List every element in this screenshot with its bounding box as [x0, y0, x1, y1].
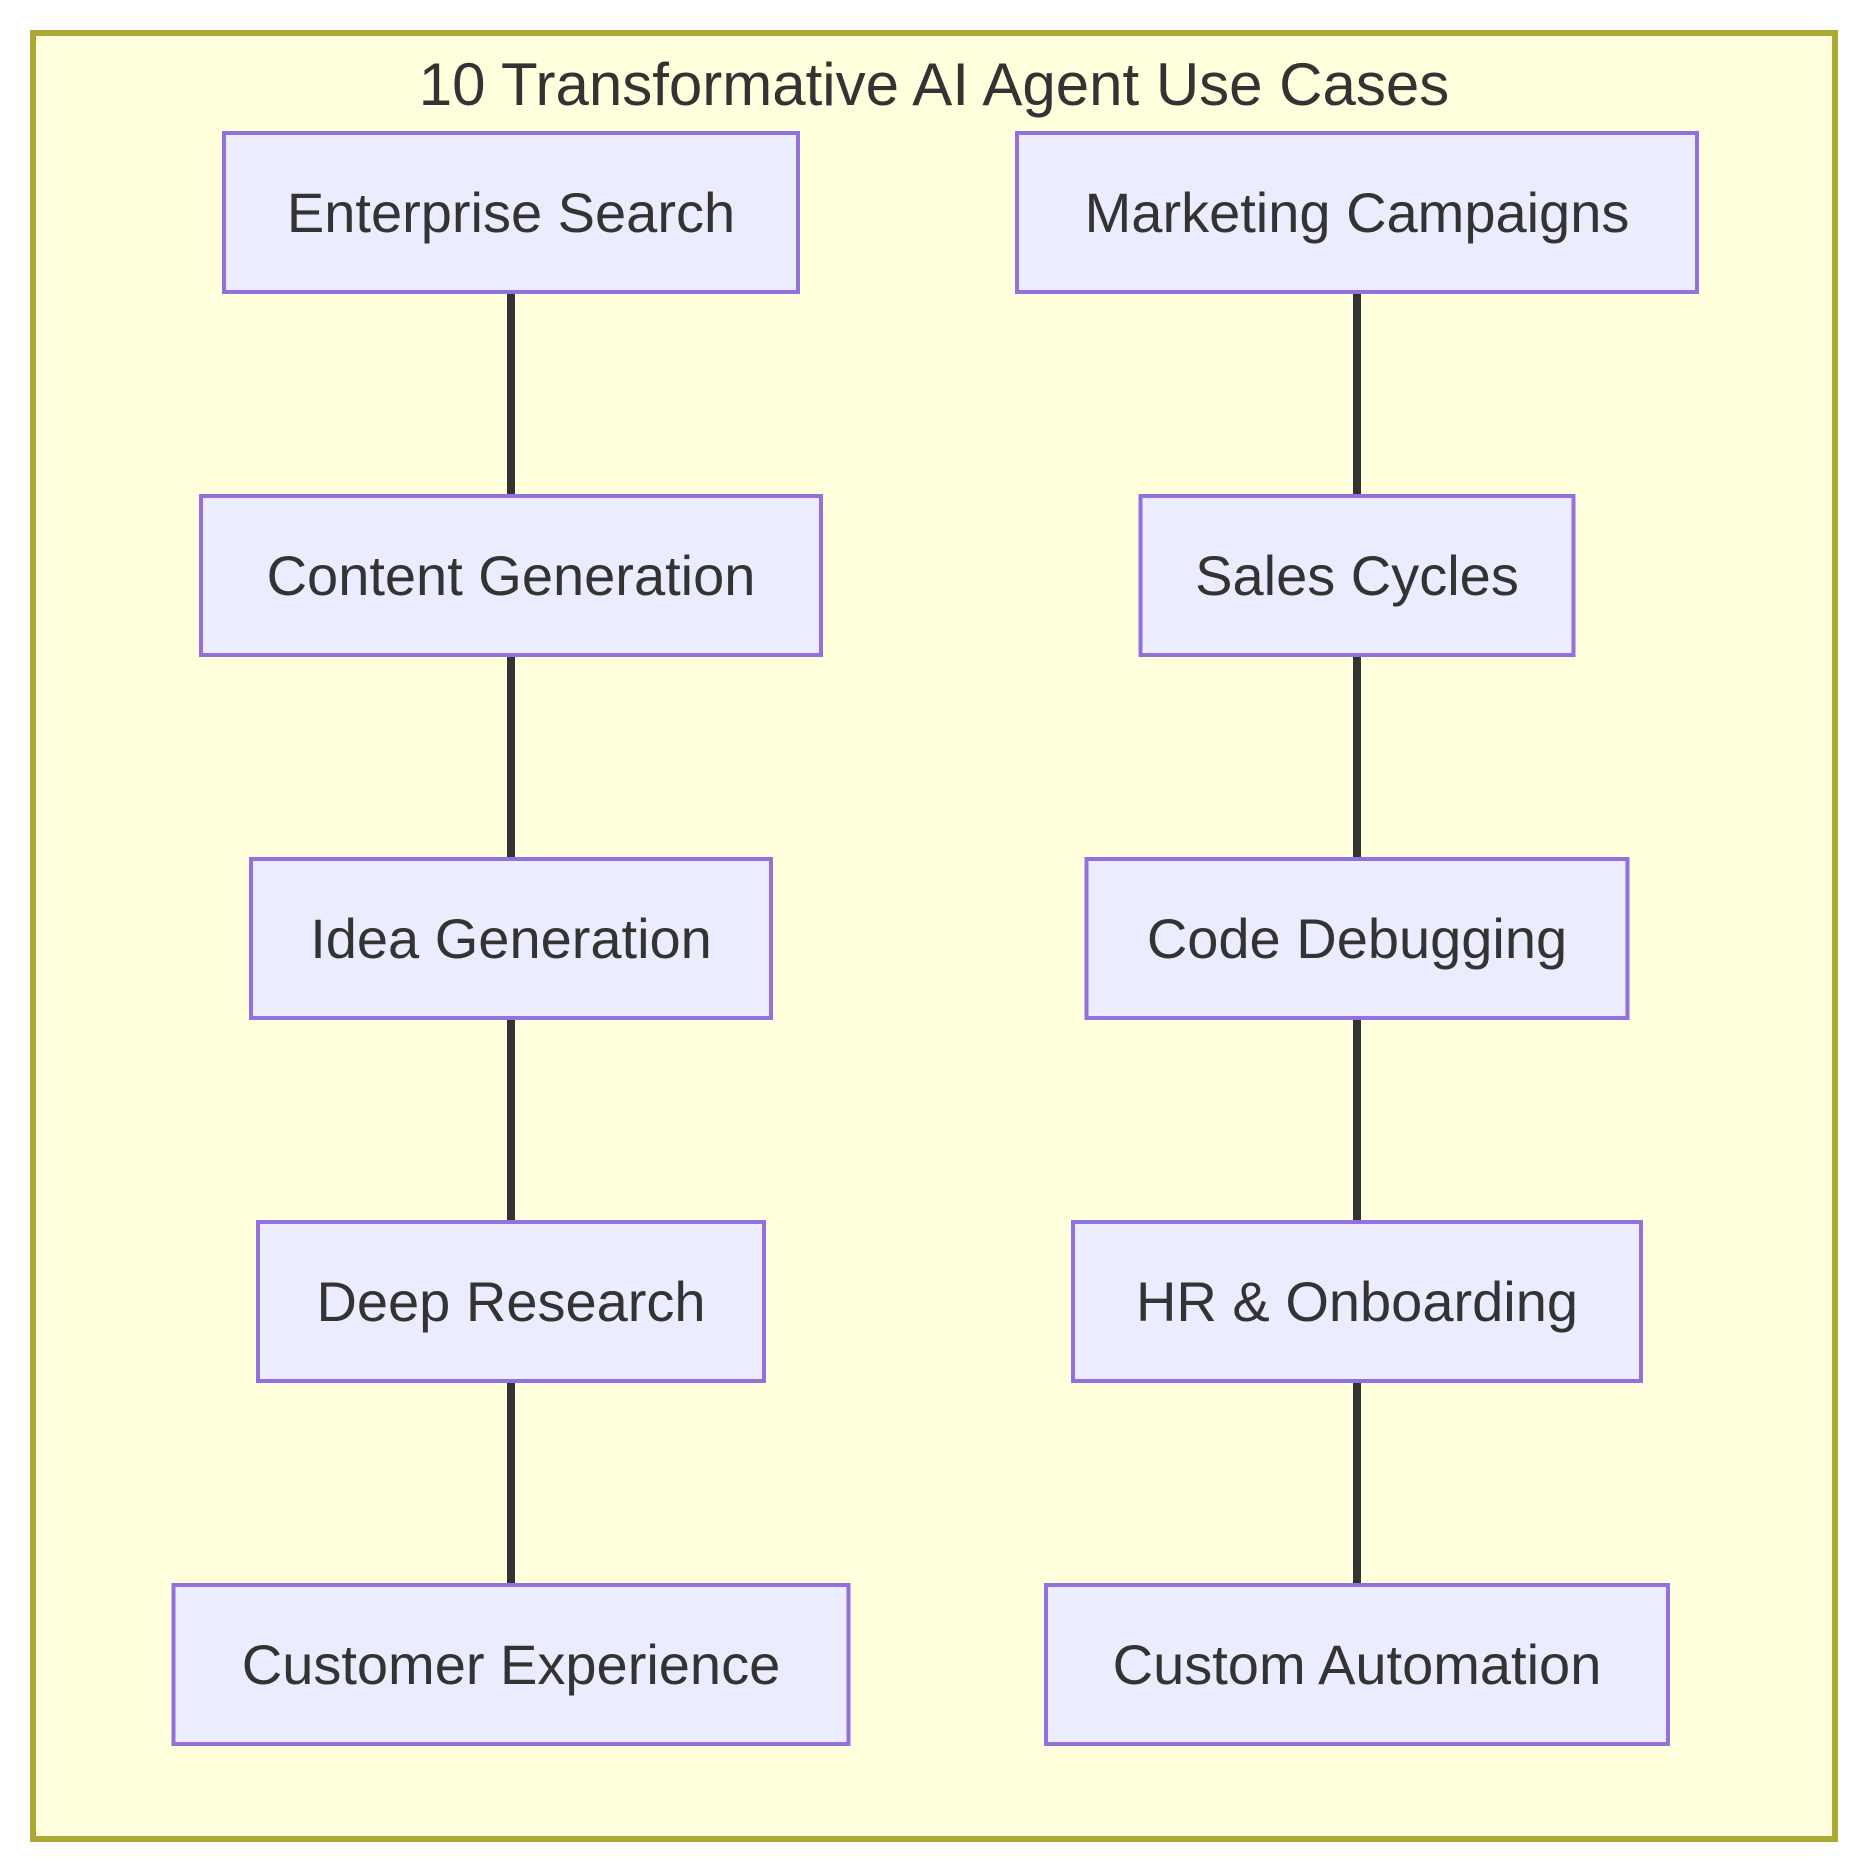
node-enterprise-search: Enterprise Search	[222, 131, 800, 294]
left-column: Enterprise Search Content Generation Ide…	[131, 131, 891, 1746]
diagram-frame: 10 Transformative AI Agent Use Cases Ent…	[30, 30, 1838, 1842]
node-sales-cycles: Sales Cycles	[1138, 494, 1576, 657]
node-idea-generation: Idea Generation	[249, 857, 773, 1020]
right-column: Marketing Campaigns Sales Cycles Code De…	[977, 131, 1737, 1746]
node-custom-automation: Custom Automation	[1044, 1583, 1670, 1746]
node-code-debugging: Code Debugging	[1084, 857, 1630, 1020]
node-marketing-campaigns: Marketing Campaigns	[1015, 131, 1699, 294]
node-hr-onboarding: HR & Onboarding	[1071, 1220, 1643, 1383]
node-customer-experience: Customer Experience	[171, 1583, 851, 1746]
diagram-title: 10 Transformative AI Agent Use Cases	[418, 51, 1450, 118]
node-content-generation: Content Generation	[199, 494, 823, 657]
node-deep-research: Deep Research	[256, 1220, 766, 1383]
